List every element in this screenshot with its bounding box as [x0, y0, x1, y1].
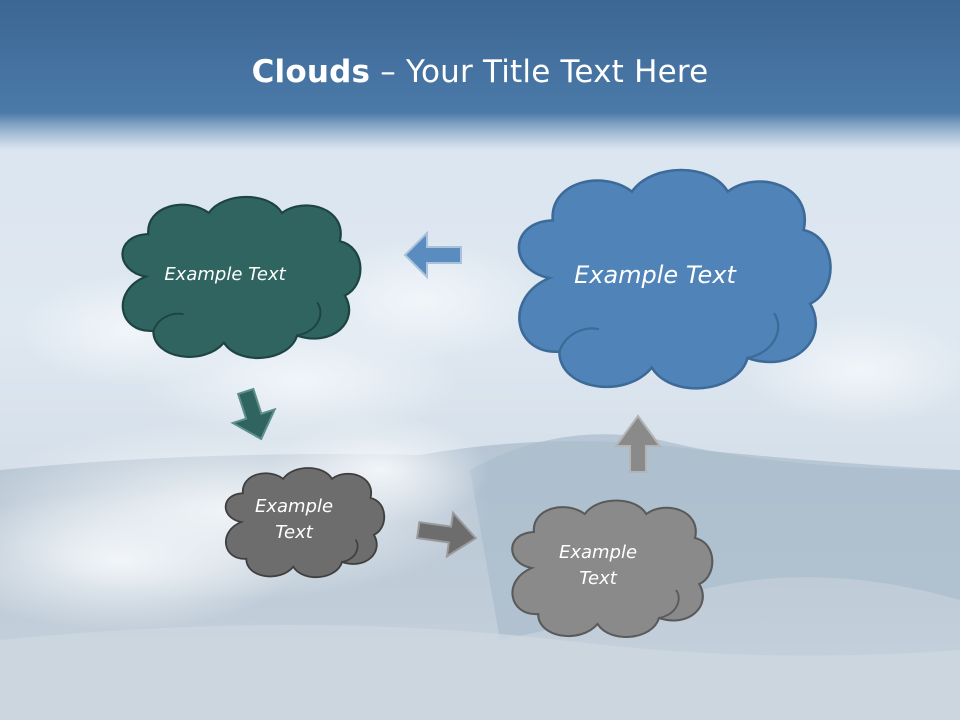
arrow-right-icon	[416, 510, 478, 559]
cloud-dark-gray-line2: Text	[275, 522, 313, 543]
cloud-dark-gray	[224, 467, 386, 579]
title-dash: –	[370, 54, 406, 90]
cloud-dark-gray-label: Example Text	[234, 488, 354, 552]
page-title: Clouds – Your Title Text Here	[0, 54, 960, 90]
cloud-light-gray-line2: Text	[579, 568, 617, 589]
cloud-teal	[121, 195, 362, 360]
cloud-light-gray-line1: Example	[558, 541, 638, 563]
cloud-light-gray-label: Example Text	[536, 534, 660, 598]
cloud-blue	[517, 168, 832, 390]
cloud-teal-text: Example Text	[164, 263, 286, 285]
arrow-up-icon	[614, 414, 662, 473]
title-rest: Your Title Text Here	[406, 54, 709, 90]
cloud-light-gray	[511, 499, 714, 639]
cloud-blue-text: Example Text	[574, 260, 736, 289]
title-bar	[0, 0, 960, 150]
cloud-dark-gray-line1: Example	[254, 495, 334, 517]
cloud-blue-label: Example Text	[540, 240, 770, 310]
title-bold: Clouds	[251, 54, 371, 90]
arrow-left-icon	[403, 230, 462, 280]
arrow-down-icon	[230, 387, 277, 441]
cloud-teal-label: Example Text	[140, 250, 310, 300]
